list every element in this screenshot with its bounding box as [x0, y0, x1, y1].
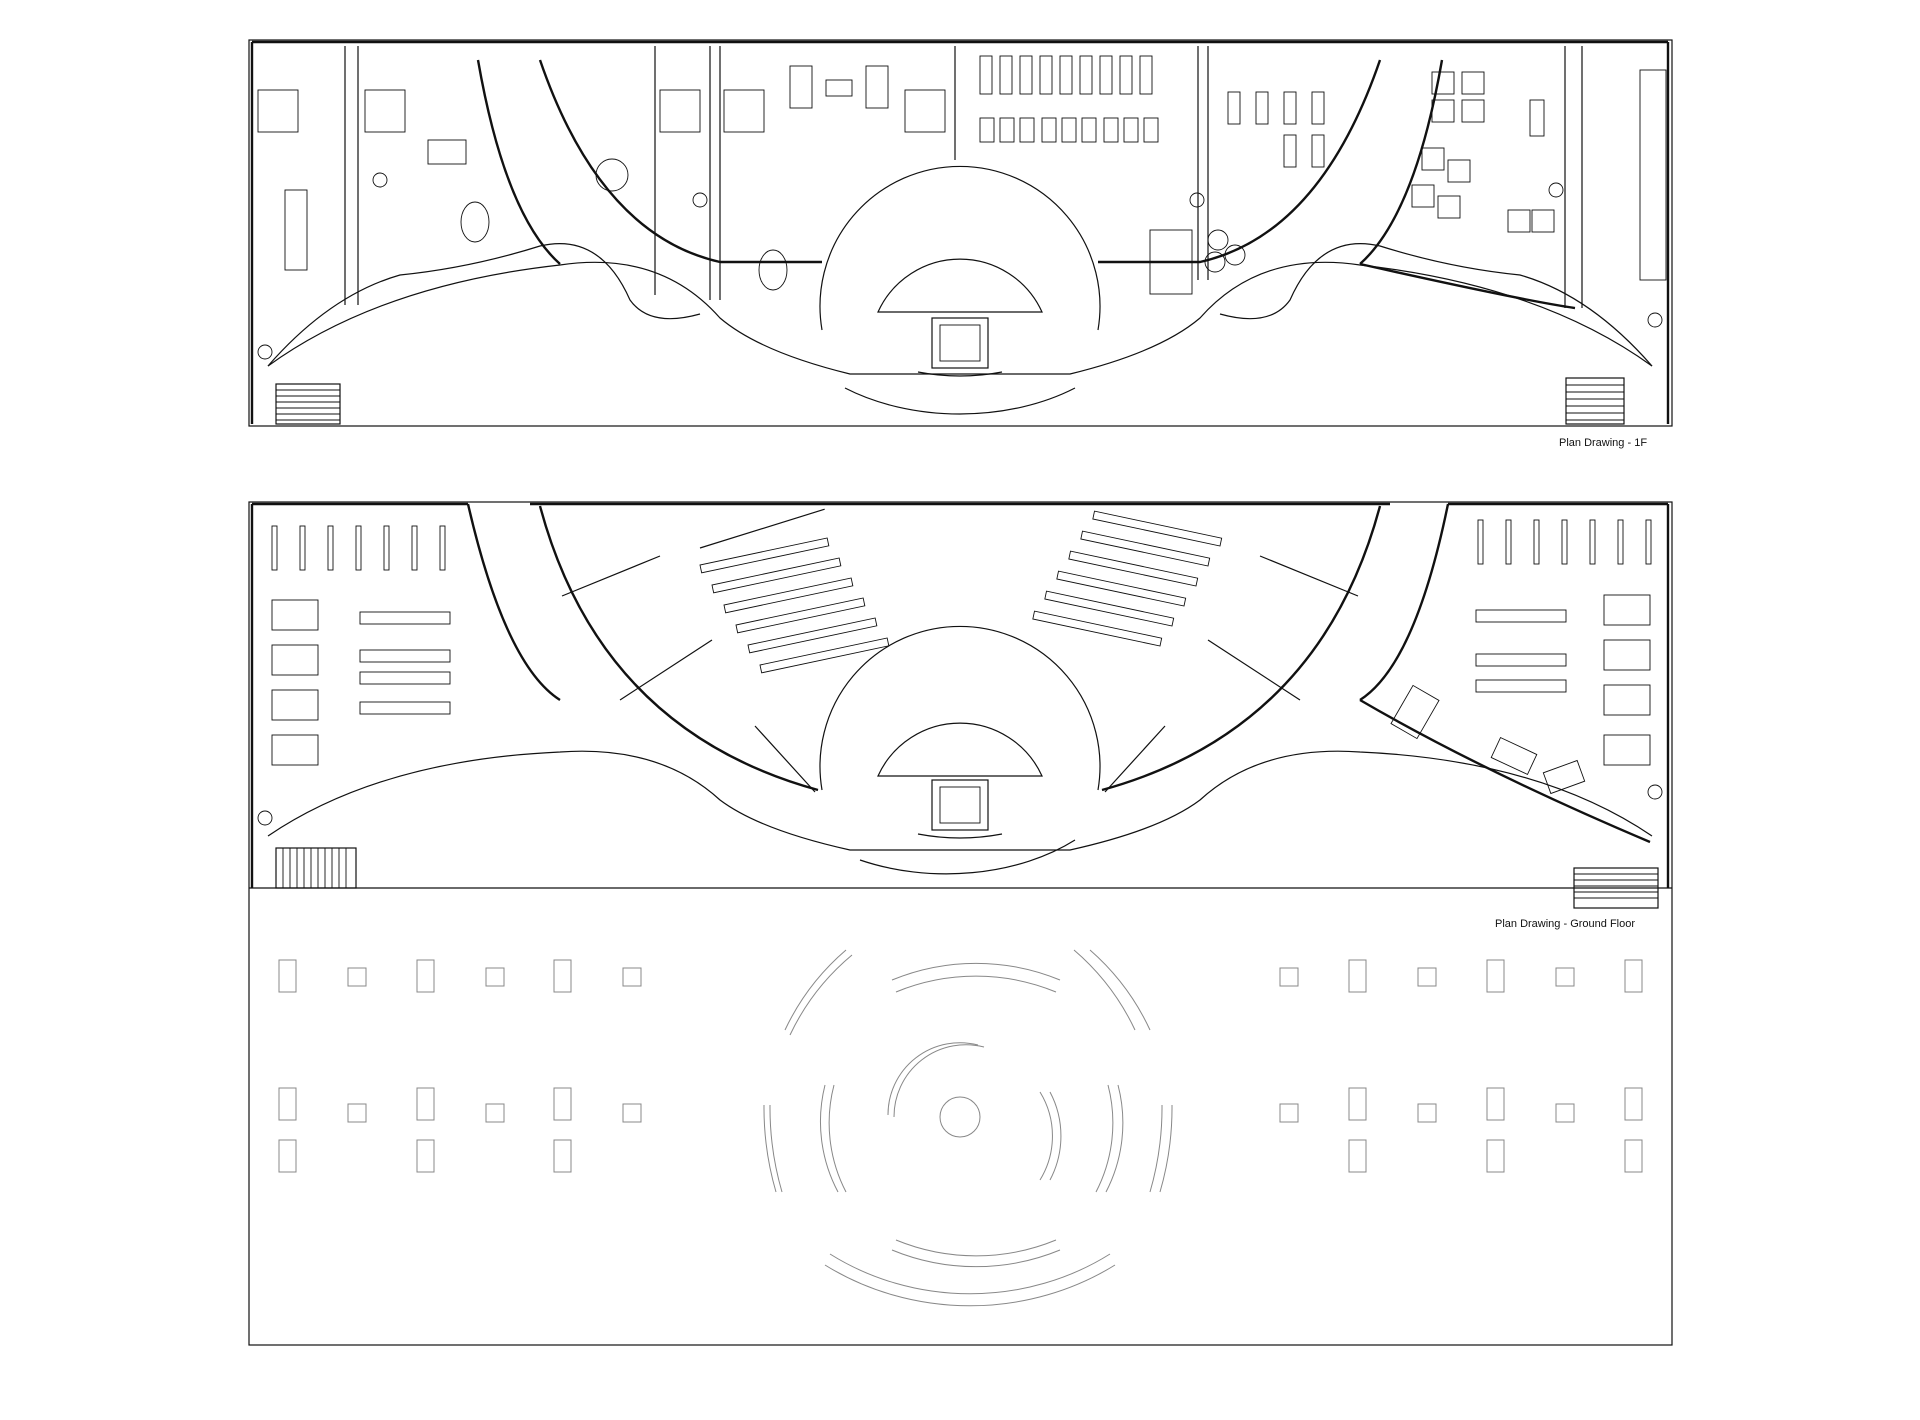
library-shelves-left [271, 525, 446, 571]
kitchen-counter [284, 189, 308, 271]
angled-partition [754, 725, 816, 793]
plan-1f-label: Plan Drawing - 1F [1559, 437, 1648, 449]
plan-1f-curve-wall-2 [538, 59, 822, 264]
plan-1f-dome [877, 258, 1043, 313]
toilet [372, 172, 388, 188]
toilet [1548, 182, 1564, 198]
gym-machines [979, 117, 1159, 143]
plan-1f-curve-wall-4 [1359, 59, 1444, 265]
plan-1f [248, 39, 1673, 427]
plan-gf-lift [931, 779, 989, 831]
plan-gf-corridor-inner [267, 750, 1653, 851]
angled-partition [619, 639, 713, 701]
bed [659, 89, 701, 133]
plan-gf-dome [877, 722, 1043, 777]
auditorium-seating-left [699, 508, 890, 674]
plan-1f-lift [931, 317, 989, 369]
bed [364, 89, 406, 133]
plan-gf-curve-wall-4 [1359, 503, 1450, 702]
plan-gf-rotunda-arc [819, 625, 1101, 791]
round-table [595, 158, 629, 192]
sofa [865, 65, 889, 109]
toilet [1189, 192, 1205, 208]
sofa [789, 65, 813, 109]
plan-ground-floor [248, 501, 1673, 1346]
study-tables-right [1390, 594, 1651, 795]
dining-sets [1411, 71, 1555, 233]
plan-gf-rotunda-bottom [859, 839, 1076, 875]
plan-gf-curve-wall-5 [1359, 698, 1651, 844]
angled-partition [1104, 725, 1166, 793]
library-shelves-right [1477, 519, 1652, 565]
kitchen-counter [1639, 69, 1667, 281]
gym-benches [979, 55, 1153, 95]
structural-columns [278, 959, 1643, 1173]
plan-1f-lift-inner [939, 324, 981, 362]
plan-gf-lift-sill [917, 833, 1003, 839]
angled-partition [1207, 639, 1301, 701]
plan-1f-boundary [248, 39, 1673, 427]
bed [904, 89, 946, 133]
concentric-ring-walls [763, 949, 1173, 1307]
plan-gf-curve-wall-2 [538, 505, 819, 792]
plan-1f-lift-sill [917, 371, 1003, 377]
plan-1f-corridor-outer-right [1219, 243, 1653, 367]
toilet [1647, 312, 1663, 328]
angled-partition [561, 555, 661, 597]
plan-gf-curve-wall-1 [466, 503, 561, 702]
plan-gf-stair-right [1573, 867, 1659, 909]
plan-gf-stair-left [275, 847, 357, 889]
plan-ground-floor-label: Plan Drawing - Ground Floor [1495, 918, 1636, 930]
plan-1f-stair-left [275, 383, 341, 425]
plan-1f-corridor-outer [267, 243, 701, 367]
angled-partition [1259, 555, 1359, 597]
plan-gf-boundary [248, 501, 1673, 1346]
table [825, 79, 853, 97]
toilet [1647, 784, 1663, 800]
plan-1f-curve-wall-3 [1098, 59, 1382, 264]
lounge-furniture [1149, 91, 1325, 295]
toilet [257, 810, 273, 826]
plan-1f-stair-right [1565, 377, 1625, 425]
study-tables-left [271, 599, 451, 766]
toilet [692, 192, 708, 208]
auditorium-seating-right [1032, 510, 1223, 647]
bed [257, 89, 299, 133]
plan-1f-corridor-inner [267, 261, 1653, 375]
plan-1f-curve-wall-5 [1359, 262, 1576, 310]
toilet [257, 344, 273, 360]
plan-1f-rotunda-bottom [844, 387, 1076, 415]
plan-1f-rotunda-arc [819, 165, 1101, 331]
round-table [460, 201, 490, 243]
sofa [427, 139, 467, 165]
bed [723, 89, 765, 133]
plan-gf-lift-inner [939, 786, 981, 824]
plan-1f-curve-wall-1 [476, 59, 561, 265]
plan-gf-curve-wall-3 [1101, 505, 1382, 792]
round-table [758, 249, 788, 291]
